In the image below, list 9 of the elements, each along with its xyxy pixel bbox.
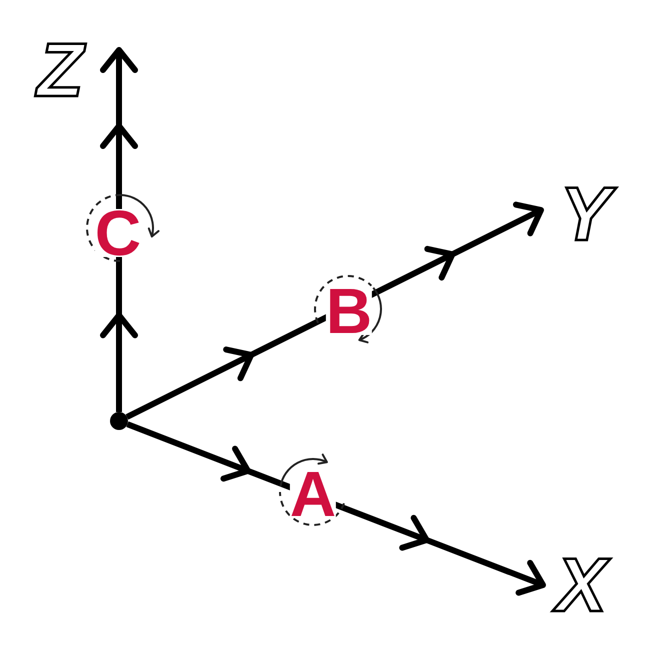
edge-label: A <box>290 470 336 518</box>
axis-arrow <box>126 421 546 596</box>
axis-label: Z <box>34 33 96 109</box>
edge-label: C <box>94 209 142 257</box>
edge-label: B <box>326 287 372 335</box>
axis-label: X <box>553 548 619 624</box>
axis-label: Y <box>557 177 623 253</box>
origin-dot <box>110 412 128 430</box>
axis-arrow <box>126 202 544 420</box>
